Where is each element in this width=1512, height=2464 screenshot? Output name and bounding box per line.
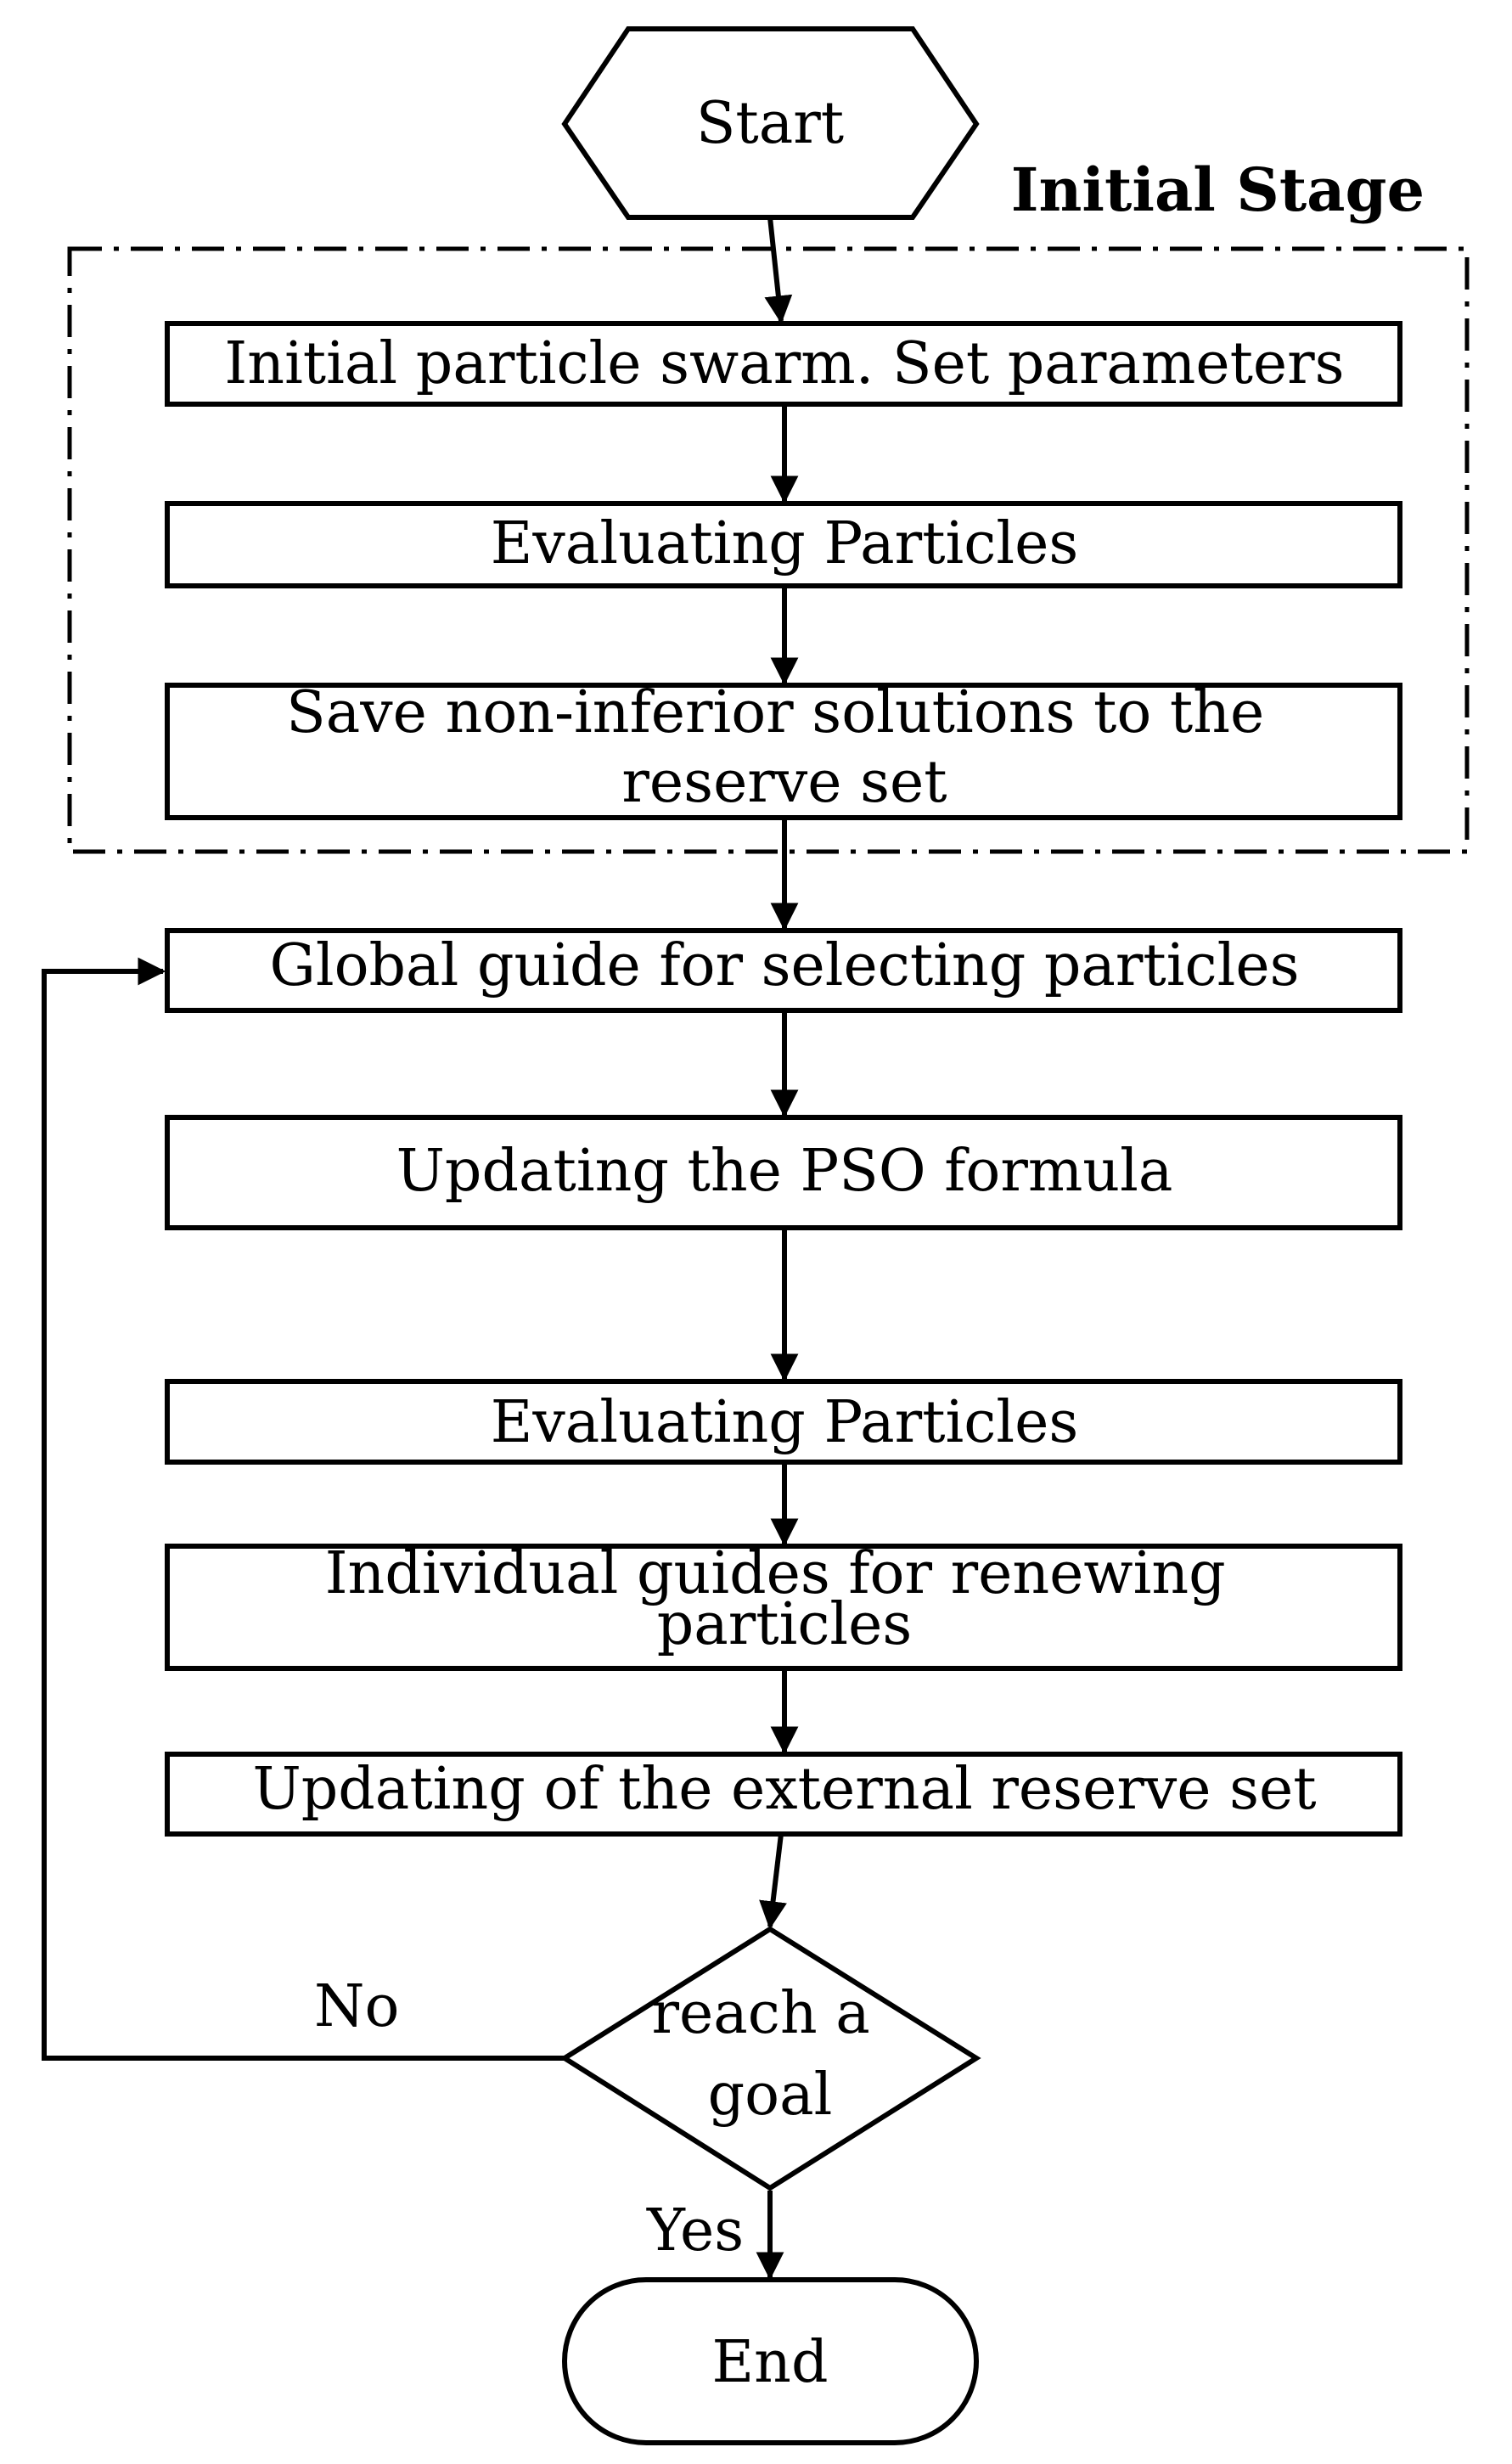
individual-guides-line-2: particles xyxy=(657,1591,913,1658)
evaluate-1-box xyxy=(165,501,1402,588)
end-label: End xyxy=(712,2329,829,2396)
update-pso-box xyxy=(165,1115,1402,1230)
arrow-no-loop xyxy=(42,957,565,2061)
init-swarm-box xyxy=(165,321,1402,407)
decision-label: reach a goal xyxy=(652,1980,889,2129)
update-reserve-label: Updating of the external reserve set xyxy=(252,1756,1316,1823)
individual-guides-line-1: Individual guides for renewing xyxy=(325,1540,1226,1607)
initial-stage-label: Initial Stage xyxy=(1011,155,1425,225)
save-nondominated-box xyxy=(165,683,1402,820)
end-node xyxy=(562,2277,979,2445)
evaluate-2-label: Evaluating Particles xyxy=(491,1389,1078,1456)
evaluate-2-box xyxy=(165,1379,1402,1465)
init-swarm-label: Initial particle swarm. Set parameters xyxy=(224,330,1344,397)
save-nondominated-line-1: Save non-inferior solutions to the xyxy=(286,679,1264,746)
arrow-reserve-to-decision xyxy=(759,1833,787,1930)
save-nondominated-label: Save non-inferior solutions to the reser… xyxy=(286,679,1283,816)
initial-stage-boundary xyxy=(67,246,1470,854)
arrow-start-to-init xyxy=(764,217,793,324)
individual-guides-label: Individual guides for renewing particles xyxy=(325,1540,1245,1658)
edge-label-no: No xyxy=(314,1973,399,2040)
decision-line-1: reach a xyxy=(652,1980,870,2047)
global-guide-box xyxy=(165,928,1402,1013)
update-reserve-box xyxy=(165,1752,1402,1837)
decision-line-2: goal xyxy=(708,2062,833,2129)
save-nondominated-line-2: reserve set xyxy=(621,749,947,816)
update-pso-label: Updating the PSO formula xyxy=(396,1138,1173,1205)
edge-label-yes: Yes xyxy=(646,2197,744,2264)
start-node xyxy=(561,26,980,220)
individual-guides-box xyxy=(165,1544,1402,1671)
decision-diamond xyxy=(559,1926,981,2191)
start-label: Start xyxy=(696,90,844,157)
global-guide-label: Global guide for selecting particles xyxy=(270,932,1300,999)
evaluate-1-label: Evaluating Particles xyxy=(491,510,1078,577)
